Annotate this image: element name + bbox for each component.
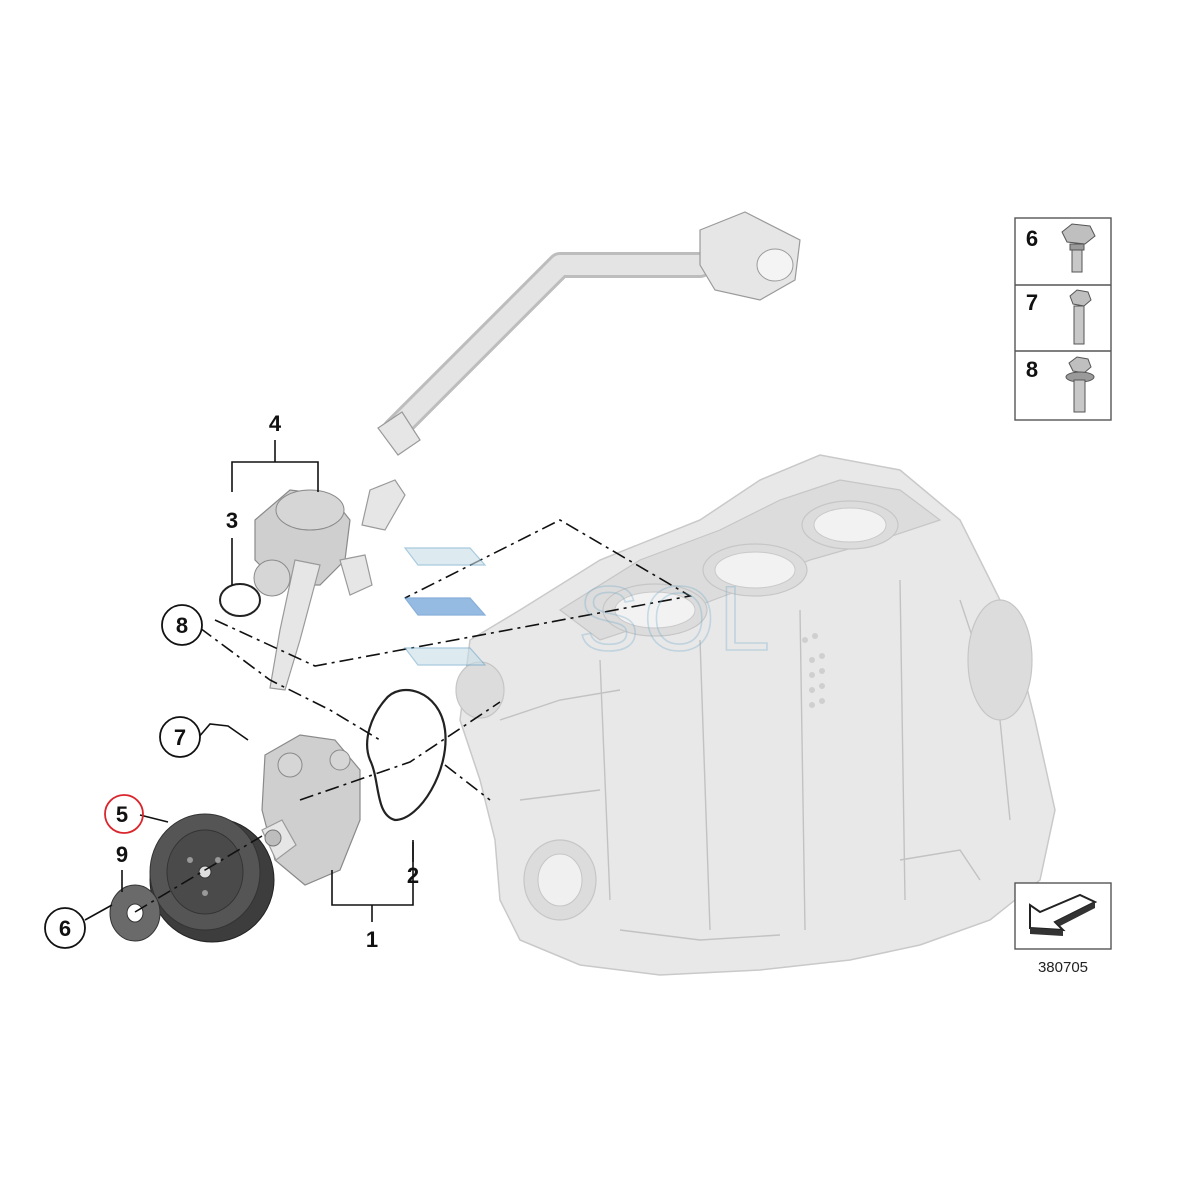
diagram-ref-number: 380705 [1038, 959, 1088, 976]
callout-7-circle [159, 716, 201, 758]
watermark-text: SOL [578, 568, 774, 670]
callout-4: 4 [269, 411, 282, 436]
legend-7-label: 7 [1026, 290, 1038, 315]
thermostat-housing [253, 479, 406, 691]
water-pump [261, 734, 361, 886]
washer-bolt-icon [1065, 356, 1095, 413]
pump-gasket [366, 688, 447, 822]
callout-8-circle [161, 604, 203, 646]
pulley [149, 813, 275, 943]
callout-6-circle [44, 907, 86, 949]
callout-3: 3 [226, 508, 238, 533]
legend-6-label: 6 [1026, 226, 1038, 251]
pulley-washer [109, 884, 161, 942]
legend-8-label: 8 [1026, 357, 1038, 382]
callout-9: 9 [116, 842, 128, 867]
watermark: SOL [403, 547, 774, 671]
callout-labels: 4 3 8 7 5 9 6 2 1 [44, 411, 419, 952]
callout-5: 5 [116, 802, 128, 827]
callout-2: 2 [407, 863, 419, 888]
engine-block [455, 454, 1056, 976]
callout-8: 8 [176, 613, 188, 638]
hex-bolt-icon [1069, 289, 1092, 345]
leader-lines [84, 440, 693, 922]
callout-6: 6 [59, 916, 71, 941]
coolant-pipe [377, 211, 801, 456]
flange-bolt-icon [1061, 223, 1096, 273]
view-direction-box: 380705 [1014, 882, 1112, 976]
o-ring [219, 583, 261, 617]
view-arrow-icon [1029, 893, 1098, 936]
callout-5-highlight [104, 794, 144, 834]
callout-7: 7 [174, 725, 186, 750]
callout-1: 1 [366, 927, 378, 952]
fastener-legend: 6 7 8 [1014, 217, 1112, 421]
